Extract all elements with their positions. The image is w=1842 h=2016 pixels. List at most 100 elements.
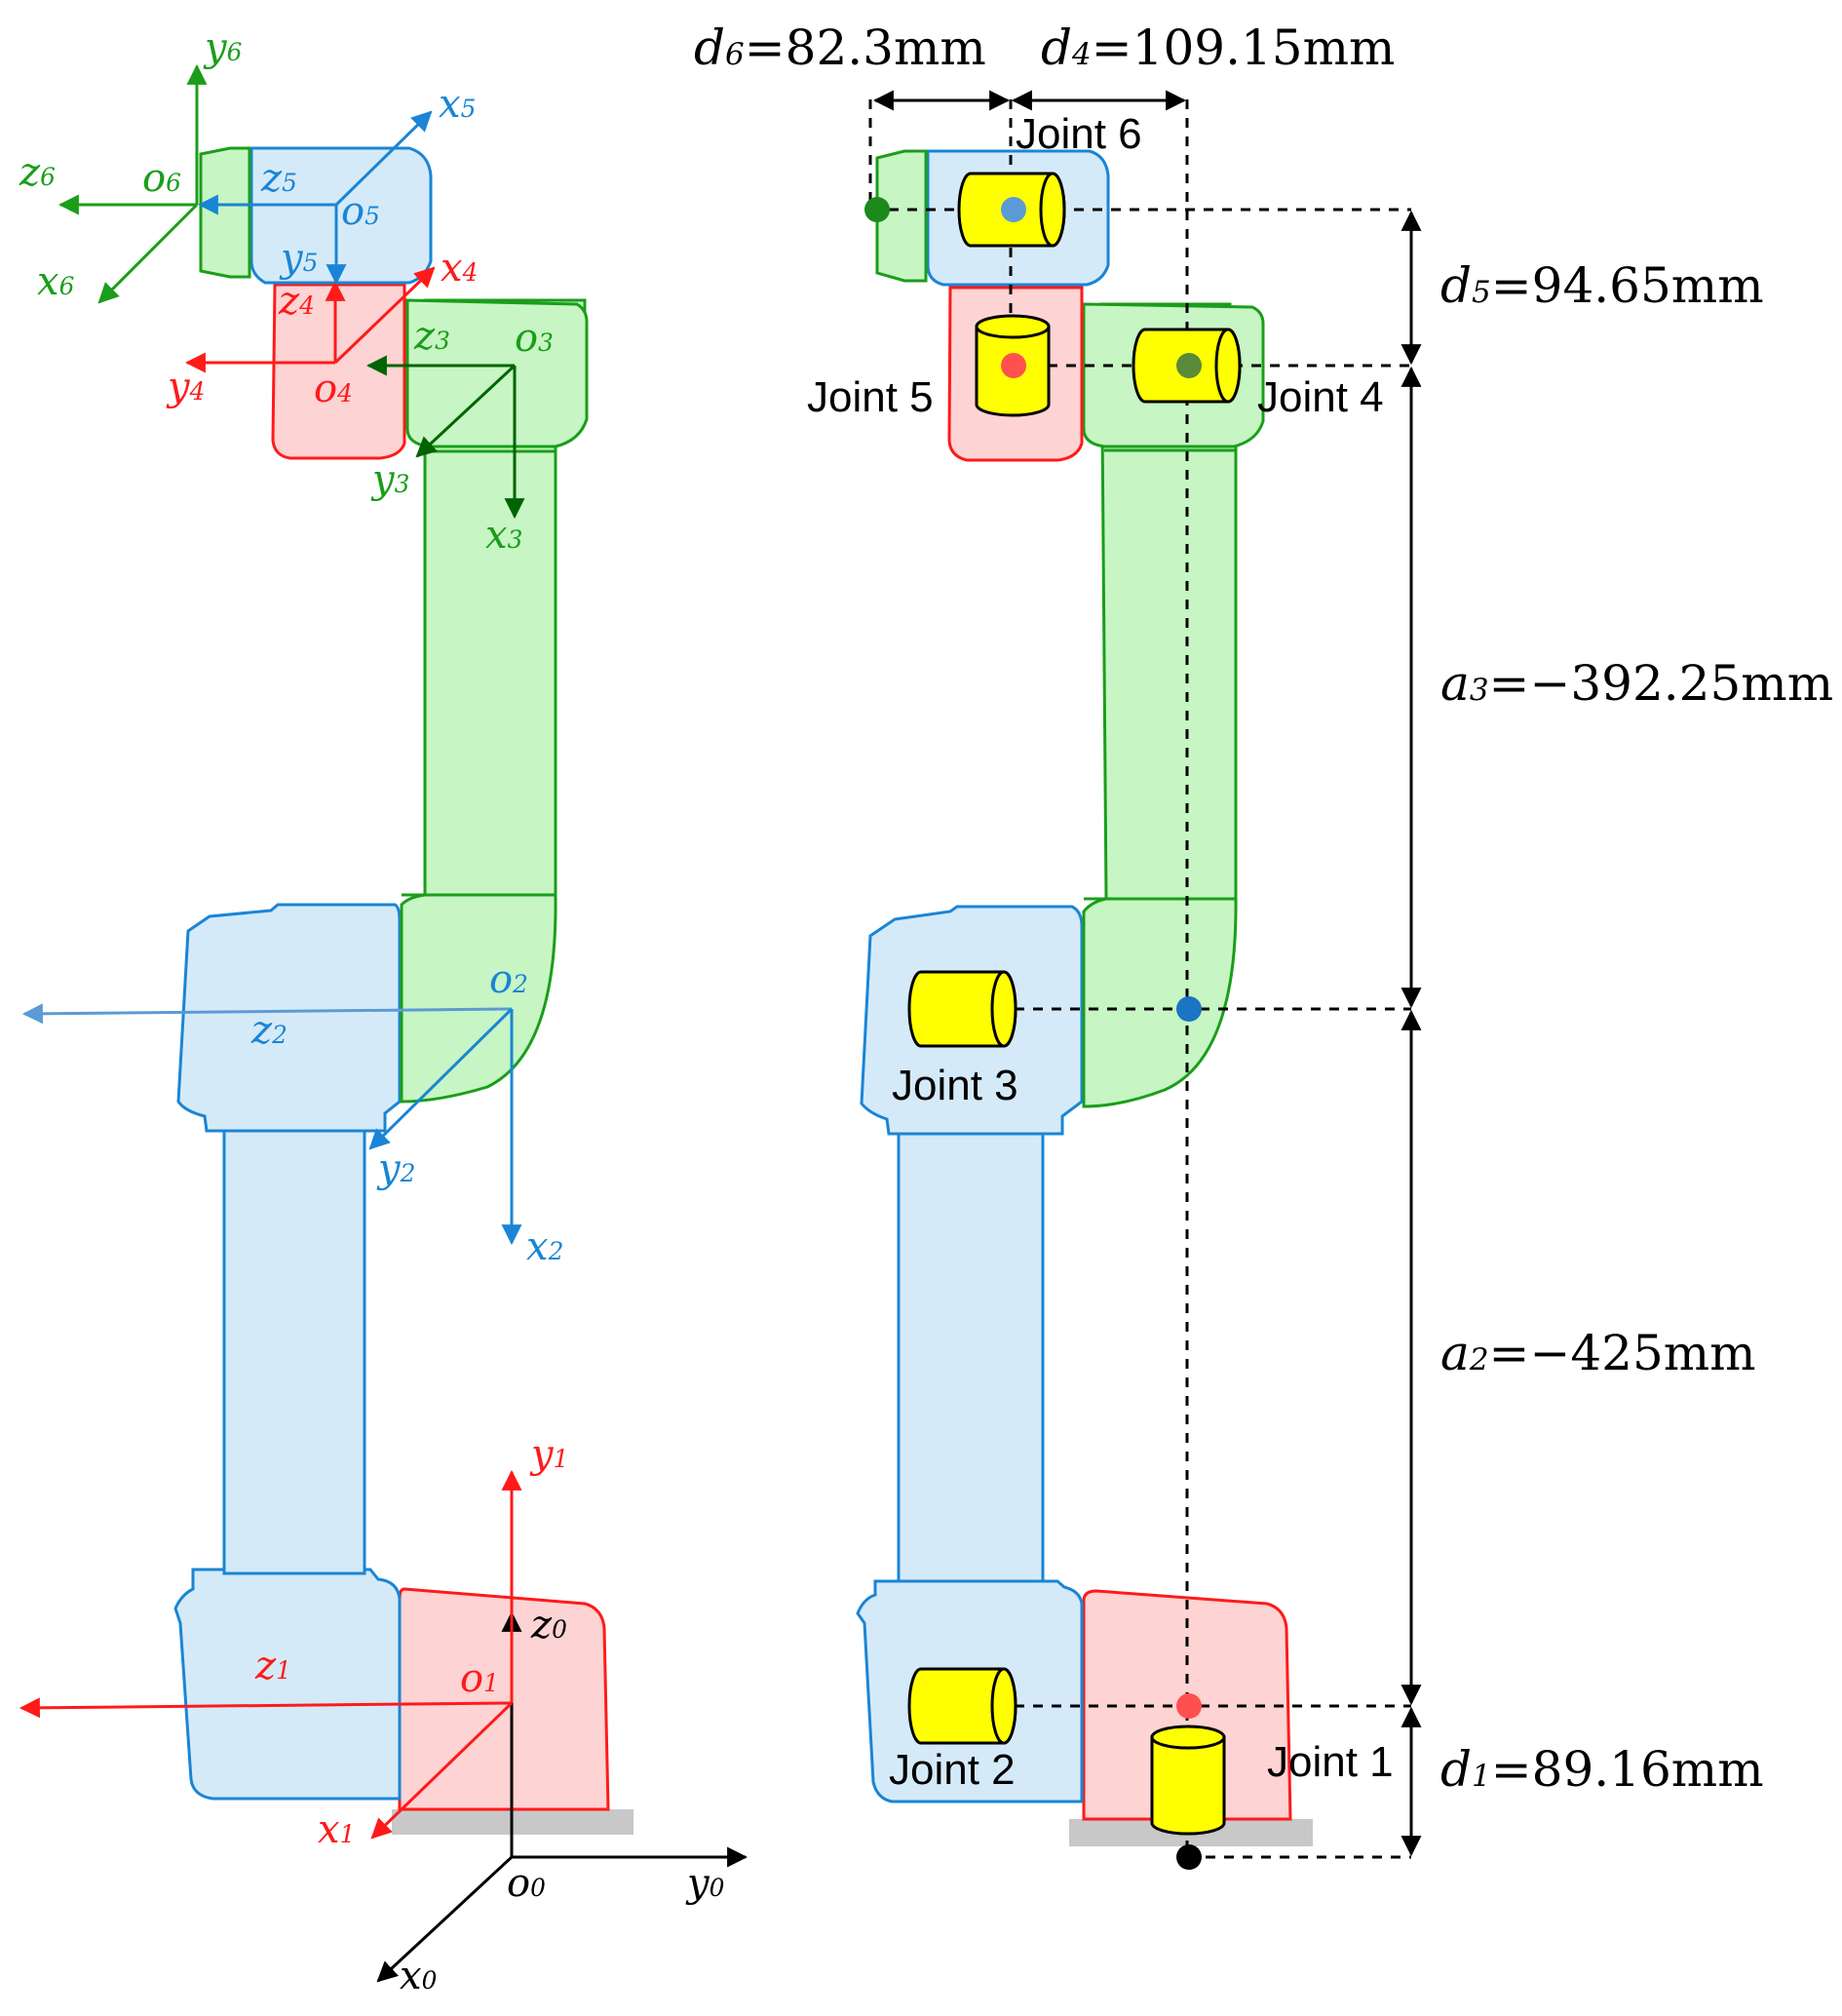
label-x5-sym: x xyxy=(439,82,461,127)
dim-a3-sub: 3 xyxy=(1470,673,1489,708)
dim-d1-sub: 1 xyxy=(1472,1759,1491,1794)
dim-d5-sym: d xyxy=(1440,257,1472,314)
label-z1-sub: 1 xyxy=(276,1656,291,1685)
label-x0-sub: 0 xyxy=(422,1966,438,1995)
label-z6-sym: z xyxy=(19,150,41,195)
label-z2-sym: z xyxy=(250,1008,273,1053)
label-o6-sym: o xyxy=(142,156,166,201)
label-z0: z0 xyxy=(530,1603,567,1648)
dim-d6-value: =82.3mm xyxy=(745,19,986,76)
label-y2-sym: y xyxy=(376,1146,402,1191)
joint1-cylinder-body xyxy=(1150,1735,1226,1836)
frame-4-axes xyxy=(184,266,436,373)
label-o0: o0 xyxy=(507,1861,546,1906)
dim-a2-value: =−425mm xyxy=(1489,1325,1756,1381)
label-y4-sym: y xyxy=(166,365,191,409)
label-z5-sym: z xyxy=(260,156,283,201)
frame-1-axes xyxy=(19,1469,522,1840)
left-elbow-housing xyxy=(176,903,402,1133)
axis-x0 xyxy=(376,1855,514,1983)
label-y2-sub: 2 xyxy=(400,1159,416,1187)
frame-6-axes xyxy=(58,63,208,304)
base-dot xyxy=(1176,1844,1202,1870)
joint2-cylinder xyxy=(907,1667,1017,1745)
dim-d5-sub: 5 xyxy=(1472,275,1491,310)
label-y6-sub: 6 xyxy=(227,38,243,66)
label-z6-sub: 6 xyxy=(40,163,56,191)
axis-x4 xyxy=(333,266,436,365)
label-x0: x0 xyxy=(400,1954,437,1998)
joint3-cylinder-cap xyxy=(990,970,1017,1048)
dim-d5-value: =94.65mm xyxy=(1491,257,1764,314)
label-x2: x2 xyxy=(526,1224,563,1269)
label-x1: x1 xyxy=(318,1807,355,1852)
joint-labels: Joint 6 Joint 5 Joint 4 Joint 3 Joint 2 … xyxy=(807,110,1394,1794)
label-z4-sub: 4 xyxy=(298,291,315,320)
label-y3: y3 xyxy=(370,457,409,502)
label-o4-sub: 4 xyxy=(336,379,353,407)
dim-d4-value: =109.15mm xyxy=(1092,19,1396,76)
dashed-guides xyxy=(868,99,1411,1859)
label-y4: y4 xyxy=(166,365,205,409)
dim-d1-sym: d xyxy=(1440,1741,1472,1798)
label-o2-sub: 2 xyxy=(512,970,528,998)
joint4-label: Joint 4 xyxy=(1257,373,1384,421)
dim-label-a3: a3=−392.25mm xyxy=(1440,655,1833,712)
left-wrist1-housing xyxy=(405,298,589,448)
left-upper-arm xyxy=(222,1129,366,1575)
joint6-dot xyxy=(1001,197,1026,222)
label-z0-sub: 0 xyxy=(552,1615,567,1644)
dim-label-a2: a2=−425mm xyxy=(1440,1325,1756,1381)
axis-y3 xyxy=(415,364,517,458)
dim-a2-sym: a xyxy=(1440,1325,1470,1381)
label-y1: y1 xyxy=(529,1432,568,1477)
dim-label-d6: d6=82.3mm xyxy=(694,19,986,76)
label-x5: x5 xyxy=(439,82,476,127)
right-upper-arm xyxy=(897,1132,1045,1583)
dim-a3-sym: a xyxy=(1440,655,1470,712)
label-z0-sym: z xyxy=(530,1603,553,1648)
label-o1-sub: 1 xyxy=(483,1669,499,1697)
frame-5-axes xyxy=(197,110,433,286)
label-y6: y6 xyxy=(203,25,242,70)
label-o6: o6 xyxy=(142,156,181,201)
label-z1-sym: z xyxy=(254,1644,277,1688)
label-y5-sub: 5 xyxy=(303,249,319,277)
label-x1-sym: x xyxy=(318,1807,340,1852)
label-z5-sub: 5 xyxy=(282,169,297,197)
label-x1-sub: 1 xyxy=(340,1820,356,1848)
dimension-labels: d6=82.3mm d4=109.15mm d5=94.65mm a3=−392… xyxy=(694,19,1833,1798)
label-x4: x4 xyxy=(441,246,478,291)
label-y6-sym: y xyxy=(203,25,228,70)
label-y5: y5 xyxy=(279,236,318,281)
label-o5-sym: o xyxy=(341,189,365,234)
label-z5: z5 xyxy=(260,156,297,201)
joint5-label: Joint 5 xyxy=(807,373,934,421)
label-o3-sub: 3 xyxy=(538,329,554,357)
label-o2: o2 xyxy=(489,957,528,1002)
joint1-label: Joint 1 xyxy=(1267,1738,1394,1786)
dim-d6-sub: 6 xyxy=(725,37,745,72)
label-y4-sub: 4 xyxy=(189,377,206,406)
label-y0-sub: 0 xyxy=(710,1874,725,1902)
joint1-cylinder xyxy=(1150,1725,1226,1836)
label-y1-sub: 1 xyxy=(554,1445,569,1473)
label-z2-sub: 2 xyxy=(271,1021,288,1049)
label-z4: z4 xyxy=(278,279,315,324)
axis-x5 xyxy=(334,110,433,207)
label-o5-sub: 5 xyxy=(365,202,380,230)
joint2-label: Joint 2 xyxy=(889,1746,1016,1794)
label-o6-sub: 6 xyxy=(166,169,181,197)
right-tool-flange xyxy=(875,149,928,283)
left-base-link xyxy=(398,1587,610,1811)
axis-x1 xyxy=(370,1701,514,1840)
joint5-cylinder-cap xyxy=(975,314,1051,339)
label-x4-sub: 4 xyxy=(462,258,479,287)
dim-a2-sub: 2 xyxy=(1469,1342,1489,1377)
label-o4-sym: o xyxy=(314,367,337,411)
label-o5: o5 xyxy=(341,189,380,234)
joint2-cylinder-cap xyxy=(990,1667,1017,1745)
label-z1: z1 xyxy=(254,1644,291,1688)
label-z3-sym: z xyxy=(413,314,436,359)
joint4-dot xyxy=(1176,353,1202,378)
